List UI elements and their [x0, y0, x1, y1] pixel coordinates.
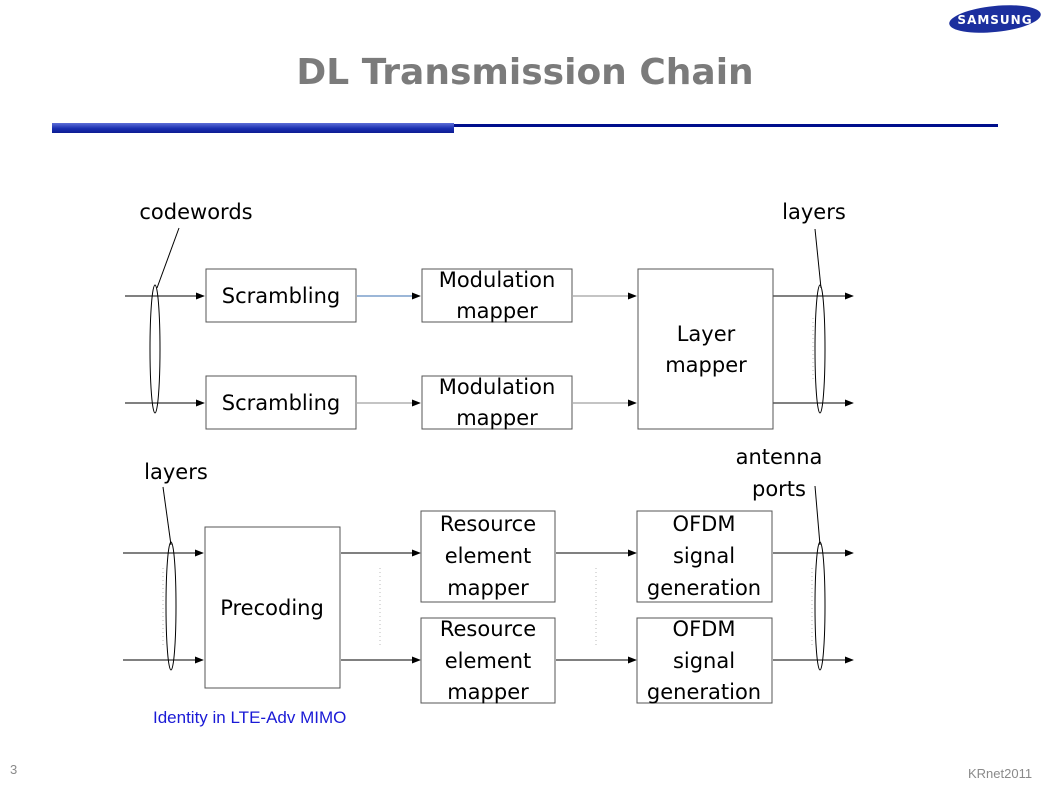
- title-underline: [52, 124, 998, 127]
- layer-mapper-label-line1: Layer: [677, 322, 736, 346]
- title-underline-accent: [52, 123, 454, 133]
- top-chain-arrows: [125, 292, 854, 407]
- precoding-label: Precoding: [220, 596, 324, 620]
- modulation-mapper-box-1: [421, 268, 573, 323]
- ellipsis-dots: [162, 568, 813, 645]
- modulation-label-2-line2: mapper: [456, 406, 538, 430]
- logo-text: SAMSUNG: [957, 13, 1032, 27]
- layer-mapper-box: [637, 268, 774, 430]
- layers-output-label: layers: [782, 200, 846, 224]
- codewords-label: codewords: [139, 200, 252, 224]
- re-mapper-2-line3: mapper: [447, 680, 529, 704]
- footer-text: KRnet2011: [968, 766, 1033, 781]
- re-mapper-1-line1: Resource: [440, 512, 536, 536]
- ofdm-2-line2: signal: [673, 649, 735, 673]
- codewords-bracket: [149, 227, 180, 414]
- layers-output-bracket: [812, 228, 826, 414]
- scrambling-label-1: Scrambling: [222, 284, 340, 308]
- re-mapper-box-2: [420, 617, 556, 704]
- modulation-label-1-line1: Modulation: [439, 268, 556, 292]
- re-mapper-2-line2: element: [445, 649, 532, 673]
- page-number: 3: [10, 762, 18, 777]
- samsung-logo: SAMSUNG: [949, 5, 1041, 33]
- re-mapper-1-line3: mapper: [447, 576, 529, 600]
- ofdm-1-line1: OFDM: [673, 512, 736, 536]
- re-mapper-box-1: [420, 510, 556, 603]
- ofdm-box-2: [636, 617, 773, 704]
- modulation-label-1-line2: mapper: [456, 299, 538, 323]
- modulation-mapper-box-2: [421, 375, 573, 430]
- antenna-ports-bracket: [814, 485, 826, 671]
- scrambling-label-2: Scrambling: [222, 391, 340, 415]
- scrambling-box-1: [205, 268, 357, 323]
- layers-input-bracket: [162, 486, 177, 671]
- re-mapper-1-line2: element: [445, 544, 532, 568]
- bottom-chain-arrows: [123, 549, 854, 664]
- precoding-box: [204, 526, 341, 689]
- layers-input-label: layers: [144, 460, 208, 484]
- re-mapper-2-line1: Resource: [440, 617, 536, 641]
- ofdm-1-line3: generation: [647, 576, 761, 600]
- scrambling-box-2: [205, 375, 357, 430]
- ports-label: ports: [752, 477, 806, 501]
- antenna-label: antenna: [736, 445, 823, 469]
- layer-mapper-label-line2: mapper: [665, 353, 747, 377]
- ofdm-box-1: [636, 510, 773, 603]
- modulation-label-2-line1: Modulation: [439, 375, 556, 399]
- ofdm-1-line2: signal: [673, 544, 735, 568]
- mimo-note: Identity in LTE-Adv MIMO: [153, 708, 347, 727]
- slide-title: DL Transmission Chain: [296, 52, 754, 93]
- ofdm-2-line3: generation: [647, 680, 761, 704]
- ofdm-2-line1: OFDM: [673, 617, 736, 641]
